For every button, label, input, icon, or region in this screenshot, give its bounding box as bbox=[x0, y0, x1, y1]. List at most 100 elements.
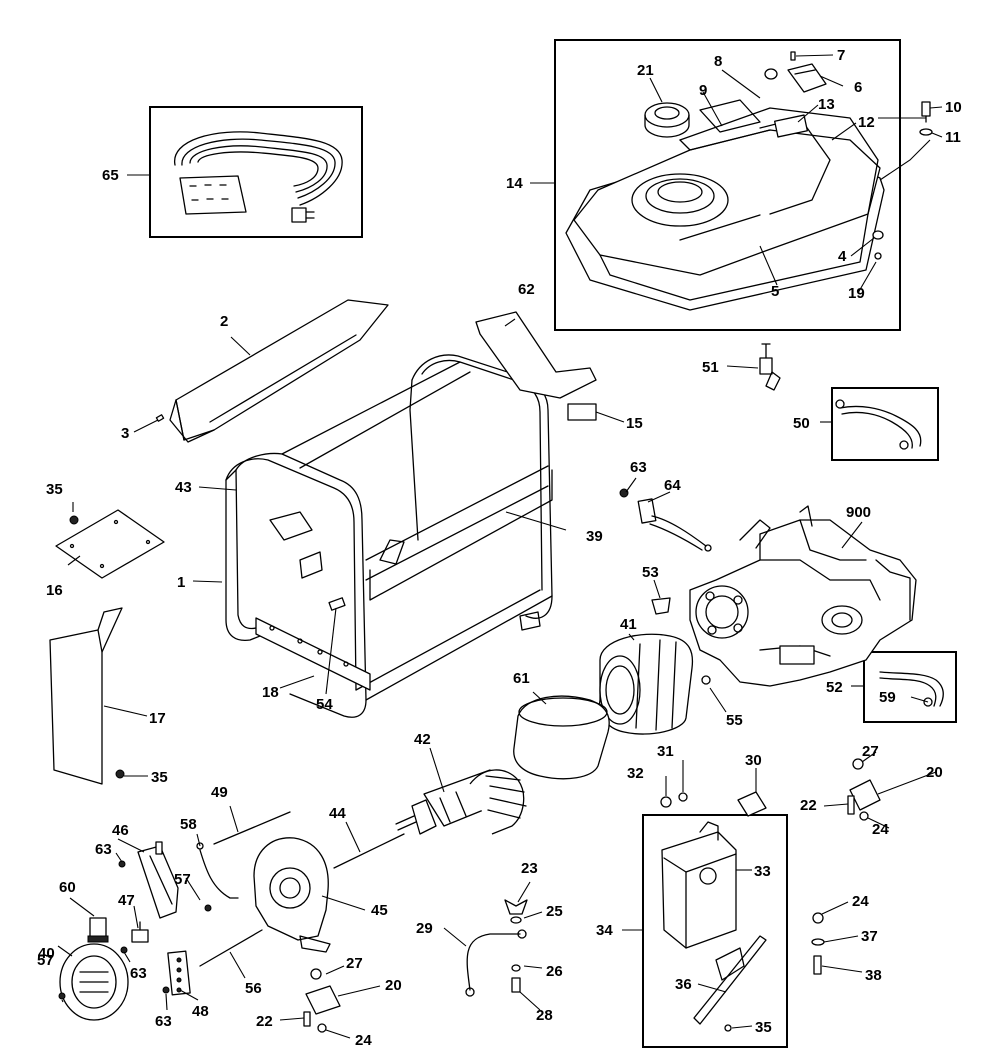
breather-hose-group-box bbox=[863, 651, 957, 723]
callout-18: 18 bbox=[262, 684, 279, 701]
callout-17: 17 bbox=[149, 710, 166, 727]
callout-45: 45 bbox=[371, 902, 388, 919]
stator bbox=[598, 633, 694, 735]
callout-24a: 24 bbox=[872, 821, 889, 838]
callout-35a: 35 bbox=[46, 481, 63, 498]
screw-57b bbox=[204, 904, 212, 912]
ground-wire bbox=[196, 842, 239, 899]
callout-22b: 22 bbox=[256, 1013, 273, 1030]
exhaust-gasket bbox=[737, 791, 767, 817]
muffler-bracket bbox=[693, 935, 767, 1025]
power-cord bbox=[174, 131, 343, 223]
callout-900: 900 bbox=[846, 504, 871, 521]
callout-25: 25 bbox=[546, 903, 563, 920]
stator-cover bbox=[513, 695, 610, 780]
fuel-gauge bbox=[764, 51, 827, 93]
screw-63c bbox=[162, 986, 170, 994]
screw-57a bbox=[58, 992, 66, 1000]
mount-bracket-upper bbox=[847, 758, 881, 821]
screw-35c bbox=[724, 1024, 732, 1032]
callout-1: 1 bbox=[177, 574, 185, 591]
callout-14: 14 bbox=[506, 175, 523, 192]
callout-59: 59 bbox=[879, 689, 896, 706]
callout-57a: 57 bbox=[174, 871, 191, 888]
control-panel-plate bbox=[55, 509, 165, 579]
callout-20b: 20 bbox=[385, 977, 402, 994]
callout-3: 3 bbox=[121, 425, 129, 442]
callout-58: 58 bbox=[180, 816, 197, 833]
rear-mount-hardware bbox=[811, 912, 825, 975]
callout-49: 49 bbox=[211, 784, 228, 801]
callout-24b: 24 bbox=[852, 893, 869, 910]
callout-33: 33 bbox=[754, 863, 771, 880]
rear-bearing-housing bbox=[253, 837, 331, 953]
fuel-tank bbox=[565, 99, 885, 311]
callout-6: 6 bbox=[854, 79, 862, 96]
fuel-cap bbox=[644, 102, 690, 138]
fuel-hose bbox=[835, 399, 922, 450]
callout-55: 55 bbox=[726, 712, 743, 729]
callout-61: 61 bbox=[513, 670, 530, 687]
callout-19: 19 bbox=[848, 285, 865, 302]
callout-57b: 57 bbox=[37, 952, 54, 969]
callout-46: 46 bbox=[112, 822, 129, 839]
callout-4: 4 bbox=[838, 248, 847, 265]
callout-43: 43 bbox=[175, 479, 192, 496]
callout-20a: 20 bbox=[926, 764, 943, 781]
tank-hardware bbox=[872, 101, 933, 260]
callout-63a: 63 bbox=[630, 459, 647, 476]
callout-8: 8 bbox=[714, 53, 722, 70]
callout-60: 60 bbox=[59, 879, 76, 896]
callout-56: 56 bbox=[245, 980, 262, 997]
callout-44: 44 bbox=[329, 805, 346, 822]
callout-23: 23 bbox=[521, 860, 538, 877]
callout-34: 34 bbox=[596, 922, 613, 939]
muffler bbox=[661, 821, 737, 949]
through-bolt-lower bbox=[199, 929, 263, 967]
back-panel bbox=[49, 607, 125, 785]
breather-hose bbox=[879, 671, 944, 707]
callout-11: 11 bbox=[945, 129, 961, 146]
callout-41: 41 bbox=[620, 616, 637, 633]
through-bolt-upper bbox=[213, 811, 291, 845]
callout-31: 31 bbox=[657, 743, 674, 760]
callout-63b: 63 bbox=[95, 841, 112, 858]
power-cord-group-box bbox=[149, 106, 363, 238]
callout-35c: 35 bbox=[755, 1019, 772, 1036]
callout-62: 62 bbox=[518, 281, 535, 298]
rotor-bolt bbox=[333, 833, 405, 869]
callout-15: 15 bbox=[626, 415, 643, 432]
rotor bbox=[395, 769, 527, 835]
callout-32: 32 bbox=[627, 765, 644, 782]
brush-assembly-cover bbox=[137, 841, 179, 919]
side-panel bbox=[155, 299, 389, 443]
callout-36: 36 bbox=[675, 976, 692, 993]
leader-lines bbox=[57, 54, 943, 1039]
wing-nut-hardware bbox=[504, 899, 528, 993]
gasket-nut bbox=[678, 792, 688, 802]
terminal-block bbox=[167, 950, 191, 996]
muffler-group-box bbox=[642, 814, 788, 1048]
callout-27a: 27 bbox=[862, 743, 879, 760]
callout-40: 40 bbox=[38, 945, 55, 962]
callout-48: 48 bbox=[192, 1003, 209, 1020]
callout-53: 53 bbox=[642, 564, 659, 581]
fuel-valve bbox=[759, 343, 781, 391]
callout-50: 50 bbox=[793, 415, 810, 432]
callout-30: 30 bbox=[745, 752, 762, 769]
callout-24c: 24 bbox=[355, 1032, 372, 1049]
callout-7: 7 bbox=[837, 47, 845, 64]
callout-37: 37 bbox=[861, 928, 878, 945]
callout-2: 2 bbox=[220, 313, 228, 330]
fuel-tank-group-box bbox=[554, 39, 901, 331]
callout-54: 54 bbox=[316, 696, 333, 713]
callout-5: 5 bbox=[771, 283, 779, 300]
callout-9: 9 bbox=[699, 82, 707, 99]
callout-63c: 63 bbox=[130, 965, 147, 982]
callout-29: 29 bbox=[416, 920, 433, 937]
callout-13: 13 bbox=[818, 96, 835, 113]
callout-26: 26 bbox=[546, 963, 563, 980]
engine bbox=[689, 505, 917, 687]
callout-63d: 63 bbox=[155, 1013, 172, 1030]
callout-35b: 35 bbox=[151, 769, 168, 786]
